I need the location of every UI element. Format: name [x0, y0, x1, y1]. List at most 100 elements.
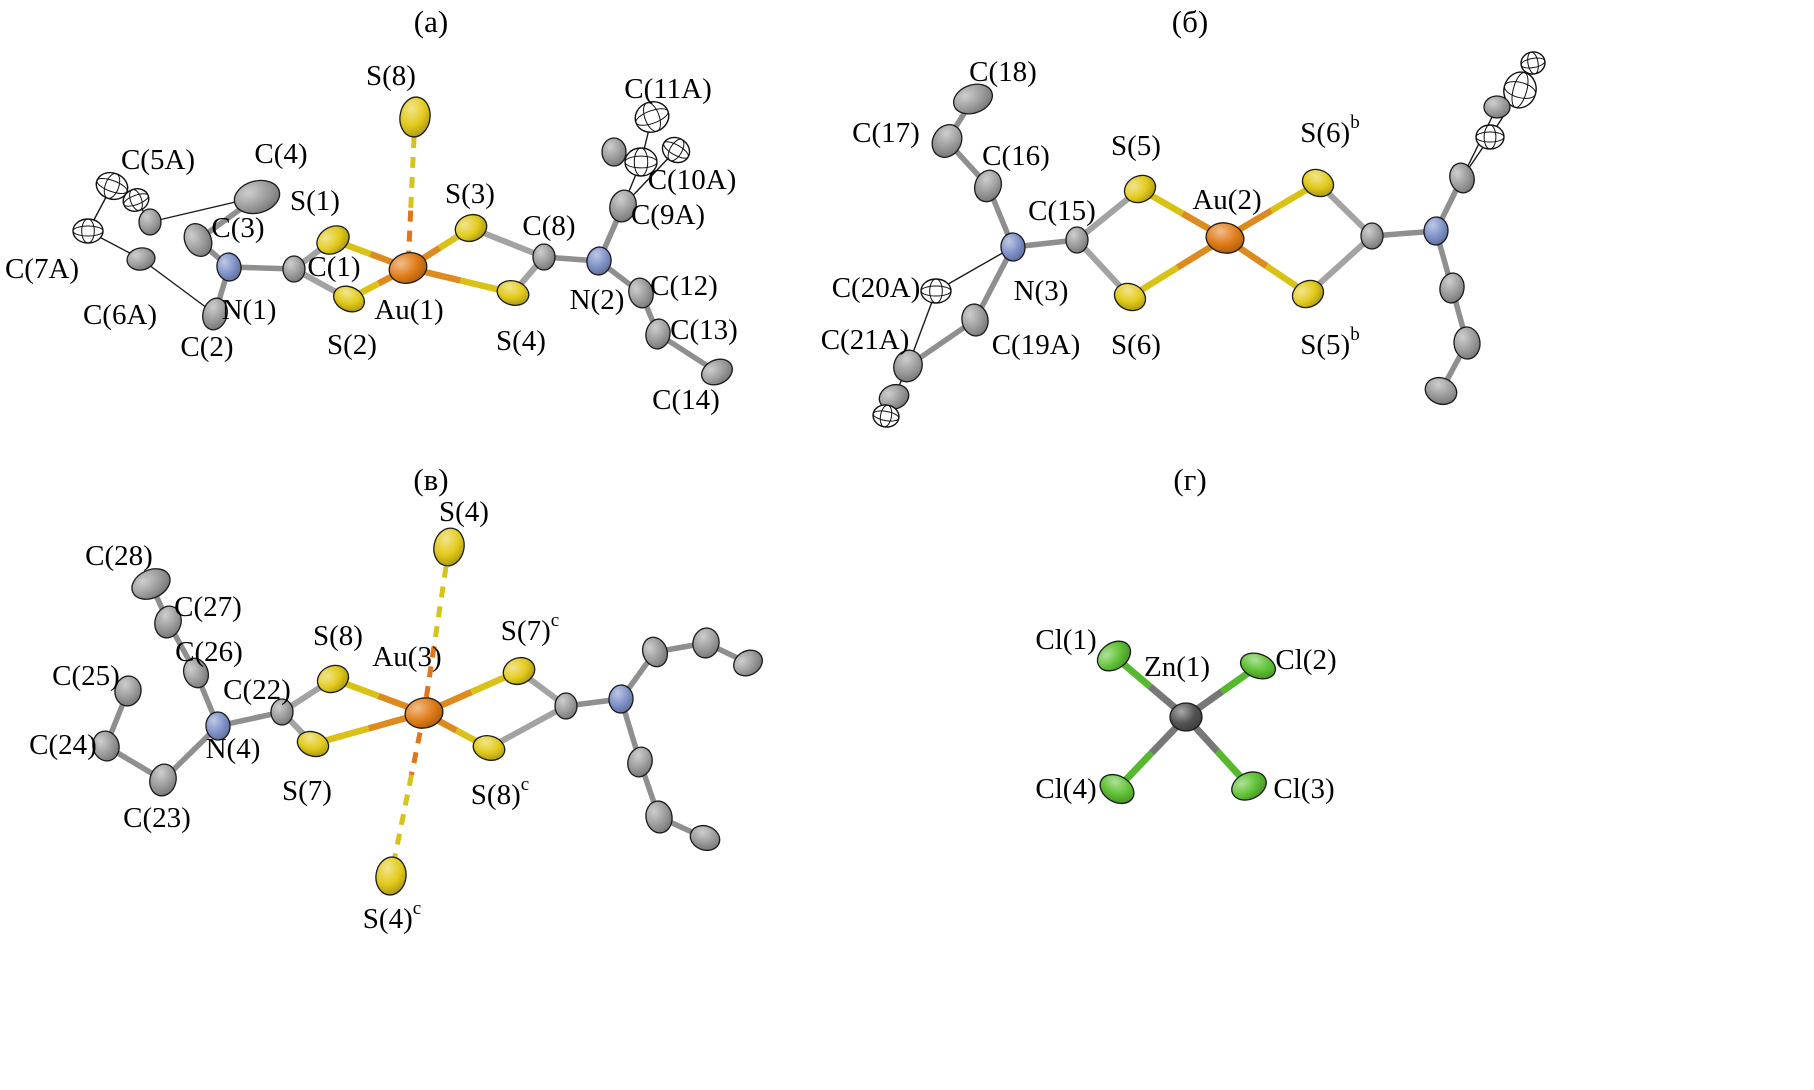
atom-label: Au(2) [1192, 184, 1261, 216]
atom-c-ellipsoid [282, 255, 306, 283]
atom-c-ellipsoid [554, 692, 578, 720]
atom-label: N(1) [222, 294, 277, 326]
atom-open-ellipsoid-ring [1475, 131, 1505, 143]
atom-c-ellipsoid [182, 657, 210, 689]
atom-c-ellipsoid [878, 383, 910, 411]
atom-c-ellipsoid [149, 763, 177, 797]
atom-s-ellipsoid [316, 664, 350, 694]
atom-c-ellipsoid [92, 730, 120, 762]
atom-s-ellipsoid [1291, 279, 1325, 309]
atom-label: S(6)b [1300, 112, 1359, 150]
atom-c-ellipsoid [1439, 272, 1465, 304]
atom-label: Cl(4) [1035, 773, 1096, 805]
atom-c-ellipsoid [645, 318, 671, 350]
atom-open-ellipsoid-ring [1503, 81, 1537, 99]
atom-label: N(4) [206, 733, 261, 765]
atom-label: C(20A) [832, 272, 921, 304]
atom-c-ellipsoid [689, 824, 721, 852]
atom-label: C(21A) [821, 324, 910, 356]
atom-label: C(5A) [121, 144, 195, 176]
atom-s-ellipsoid [296, 730, 330, 758]
atom-label: S(4)c [363, 898, 421, 936]
atom-c-ellipsoid [532, 243, 556, 271]
atom-open-ellipsoid [72, 218, 104, 244]
atom-cl-ellipsoid [1099, 773, 1135, 805]
atom-open-ellipsoid-ring [123, 193, 149, 207]
atom-label: S(5)b [1300, 324, 1359, 362]
atom-open-ellipsoid-ring [633, 147, 649, 177]
atom-label: C(18) [969, 56, 1037, 88]
atom-label: C(11A) [624, 73, 712, 105]
atom-label: C(19A) [992, 329, 1081, 361]
atom-c-ellipsoid [138, 208, 162, 236]
atom-open-ellipsoid-ring [663, 141, 689, 159]
atom-label: Cl(2) [1275, 644, 1336, 676]
atom-c-ellipsoid [1360, 222, 1384, 250]
atom-s-ellipsoid [433, 527, 465, 567]
atom-s-ellipsoid [399, 96, 431, 138]
atom-label: C(1) [307, 251, 360, 283]
atom-c-ellipsoid [628, 277, 654, 309]
atom-c-ellipsoid [1065, 226, 1089, 254]
atom-label: C(12) [650, 270, 718, 302]
atom-c-ellipsoid [952, 83, 994, 115]
atom-open-ellipsoid-ring [103, 173, 121, 199]
atom-cl-ellipsoid [1239, 652, 1277, 680]
atom-c-ellipsoid [126, 247, 156, 271]
atom-c-ellipsoid [202, 297, 228, 331]
atom-label: C(25) [52, 660, 120, 692]
atom-label: Zn(1) [1144, 651, 1210, 683]
atom-c-ellipsoid [131, 568, 171, 600]
atom-label: S(8) [366, 60, 416, 92]
atom-label: Cl(3) [1273, 773, 1334, 805]
atom-label: C(23) [123, 802, 191, 834]
atom-label: C(15) [1028, 195, 1096, 227]
atom-label: C(16) [982, 140, 1050, 172]
atom-c-ellipsoid [961, 303, 989, 337]
atom-s-ellipsoid [1123, 174, 1157, 204]
bond [487, 703, 568, 751]
atom-c-ellipsoid [641, 636, 669, 668]
atom-open-ellipsoid-ring [879, 404, 893, 428]
atom-au-ellipsoid [388, 252, 428, 284]
atom-label: C(6A) [83, 299, 157, 331]
atom-c-ellipsoid [1483, 95, 1511, 119]
atom-label: C(10A) [648, 164, 737, 196]
atom-label: S(8)c [471, 774, 529, 812]
atom-open-ellipsoid-ring [643, 102, 661, 132]
atom-s-ellipsoid [472, 735, 506, 761]
atom-open-ellipsoid-ring [929, 278, 943, 304]
atom-open-ellipsoid [661, 136, 691, 164]
atom-c-ellipsoid [700, 358, 734, 386]
atom-open-ellipsoid-ring [1527, 51, 1539, 75]
atom-label: C(17) [852, 117, 920, 149]
atom-label: S(8) [313, 620, 363, 652]
atom-s-ellipsoid [332, 285, 366, 313]
atom-c-ellipsoid [893, 349, 923, 383]
atom-label: S(2) [327, 329, 377, 361]
panel-label-g: (г) [1173, 462, 1207, 497]
atom-label: N(3) [1014, 275, 1069, 307]
atom-open-ellipsoid [920, 278, 952, 304]
atom-open-ellipsoid-ring [72, 225, 104, 237]
atom-n-ellipsoid [608, 684, 634, 714]
atom-label: C(14) [652, 384, 720, 416]
atom-label: C(7A) [5, 253, 79, 285]
atom-open-ellipsoid-ring [1520, 57, 1546, 69]
atom-label: S(5) [1111, 130, 1161, 162]
atom-c-ellipsoid [692, 627, 720, 659]
dashed-bond [431, 546, 452, 647]
atom-s-ellipsoid [496, 280, 530, 306]
atom-s-ellipsoid [502, 656, 536, 686]
atom-c-ellipsoid [609, 189, 637, 223]
atom-label: S(4) [496, 325, 546, 357]
atom-open-ellipsoid-ring [1483, 124, 1497, 150]
atom-c-ellipsoid [183, 222, 213, 258]
panel-g: Cl(1)Zn(1)Cl(2)Cl(4)Cl(3) [1035, 624, 1336, 805]
atom-label: S(6) [1111, 329, 1161, 361]
atom-c-ellipsoid [645, 800, 673, 834]
panel-label-a: (а) [413, 4, 449, 39]
atom-open-ellipsoid-ring [1511, 72, 1529, 108]
dashed-bond [408, 116, 418, 211]
